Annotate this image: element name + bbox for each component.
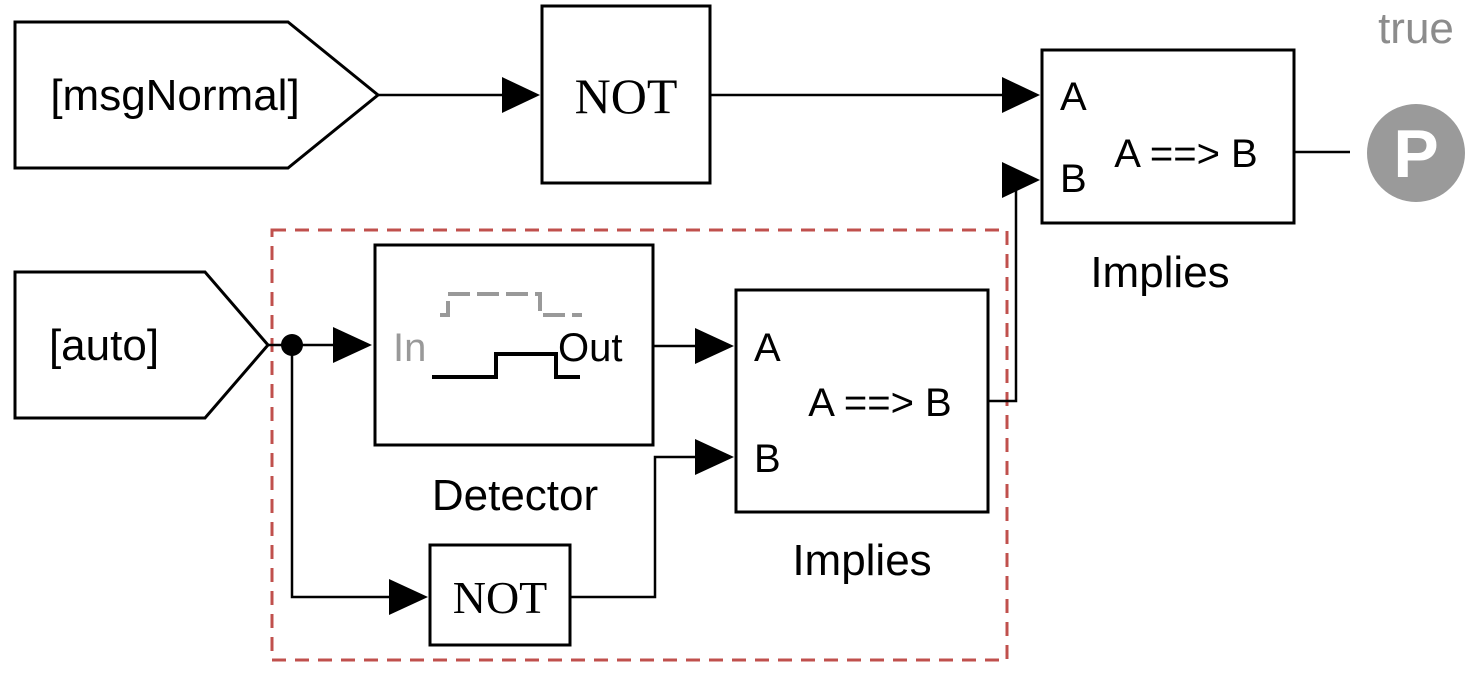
arrowhead-icon	[502, 77, 540, 113]
arrowhead-icon	[695, 328, 734, 364]
dashed-highlight-region	[270, 228, 1009, 662]
implies-block-outer[interactable]: A B A ==> B	[1040, 48, 1296, 225]
implies-outer-port-b: B	[1060, 157, 1087, 201]
not-block-bottom-label: NOT	[453, 572, 548, 623]
detector-caption: Detector	[432, 471, 598, 520]
arrowhead-icon	[1002, 162, 1040, 198]
implies-inner-caption: Implies	[792, 536, 931, 585]
proof-objective-value: true	[1378, 4, 1454, 53]
from-block-msgnormal-label: [msgNormal]	[50, 71, 299, 120]
detector-output-waveform-icon	[432, 352, 580, 379]
arrowhead-icon	[333, 327, 372, 363]
proof-objective[interactable]: P	[1367, 104, 1465, 202]
proof-objective-icon	[1367, 104, 1465, 202]
not-block-bottom[interactable]: NOT	[428, 543, 572, 647]
wire-not-bottom-to-implies-b	[570, 455, 698, 599]
detector-in-label: In	[393, 326, 426, 370]
implies-inner-port-a: A	[754, 326, 781, 370]
wire-implies-inner-to-outer-b	[988, 178, 1018, 403]
wire-branch-to-not-bottom	[290, 345, 392, 599]
implies-outer-expression: A ==> B	[1114, 132, 1257, 176]
proof-objective-glyph: P	[1393, 116, 1438, 192]
arrowhead-icon	[389, 579, 428, 615]
implies-block-inner[interactable]: A B A ==> B	[734, 288, 990, 514]
from-block-msgnormal[interactable]: [msgNormal]	[13, 20, 381, 170]
implies-outer-caption: Implies	[1090, 248, 1229, 297]
not-block-top[interactable]: NOT	[540, 4, 712, 185]
implies-inner-expression: A ==> B	[808, 381, 951, 425]
detector-block[interactable]: In Out	[373, 243, 655, 447]
from-block-auto-label: [auto]	[49, 321, 159, 370]
from-block-auto[interactable]: [auto]	[13, 270, 270, 420]
detector-input-waveform-icon	[440, 292, 582, 317]
implies-inner-port-b: B	[754, 437, 781, 481]
arrowhead-icon	[695, 439, 734, 475]
arrowhead-icon	[1002, 77, 1040, 113]
implies-outer-port-a: A	[1060, 75, 1087, 119]
not-block-top-label: NOT	[575, 68, 678, 124]
detector-out-label: Out	[558, 326, 622, 370]
